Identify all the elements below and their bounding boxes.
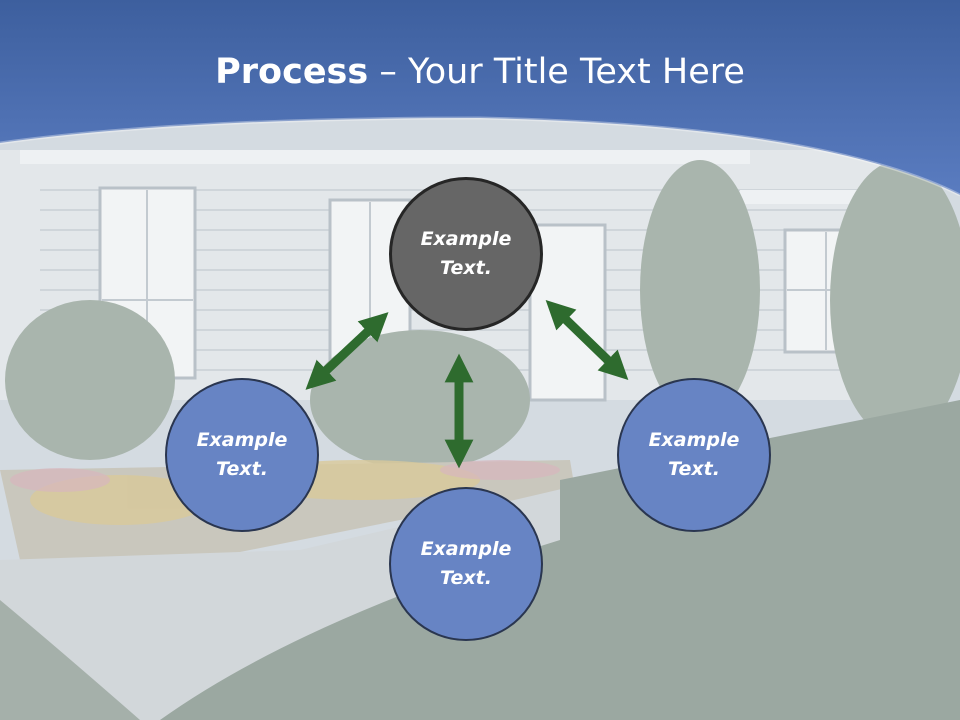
title-bold: Process: [215, 52, 369, 92]
node-top-text: Example Text.: [420, 228, 512, 279]
node-bottom: Example Text.: [389, 487, 543, 641]
node-right: Example Text.: [617, 378, 771, 532]
slide-title: Process – Your Title Text Here: [0, 52, 960, 92]
node-left: Example Text.: [165, 378, 319, 532]
arrow-top-right: [545, 299, 629, 381]
arrow-top-left: [305, 312, 389, 390]
node-top: Example Text.: [389, 177, 543, 331]
title-rest: Your Title Text Here: [407, 52, 745, 92]
node-right-text: Example Text.: [648, 429, 740, 480]
node-bottom-text: Example Text.: [420, 538, 512, 589]
node-left-text: Example Text.: [196, 429, 288, 480]
title-separator: –: [368, 52, 408, 92]
